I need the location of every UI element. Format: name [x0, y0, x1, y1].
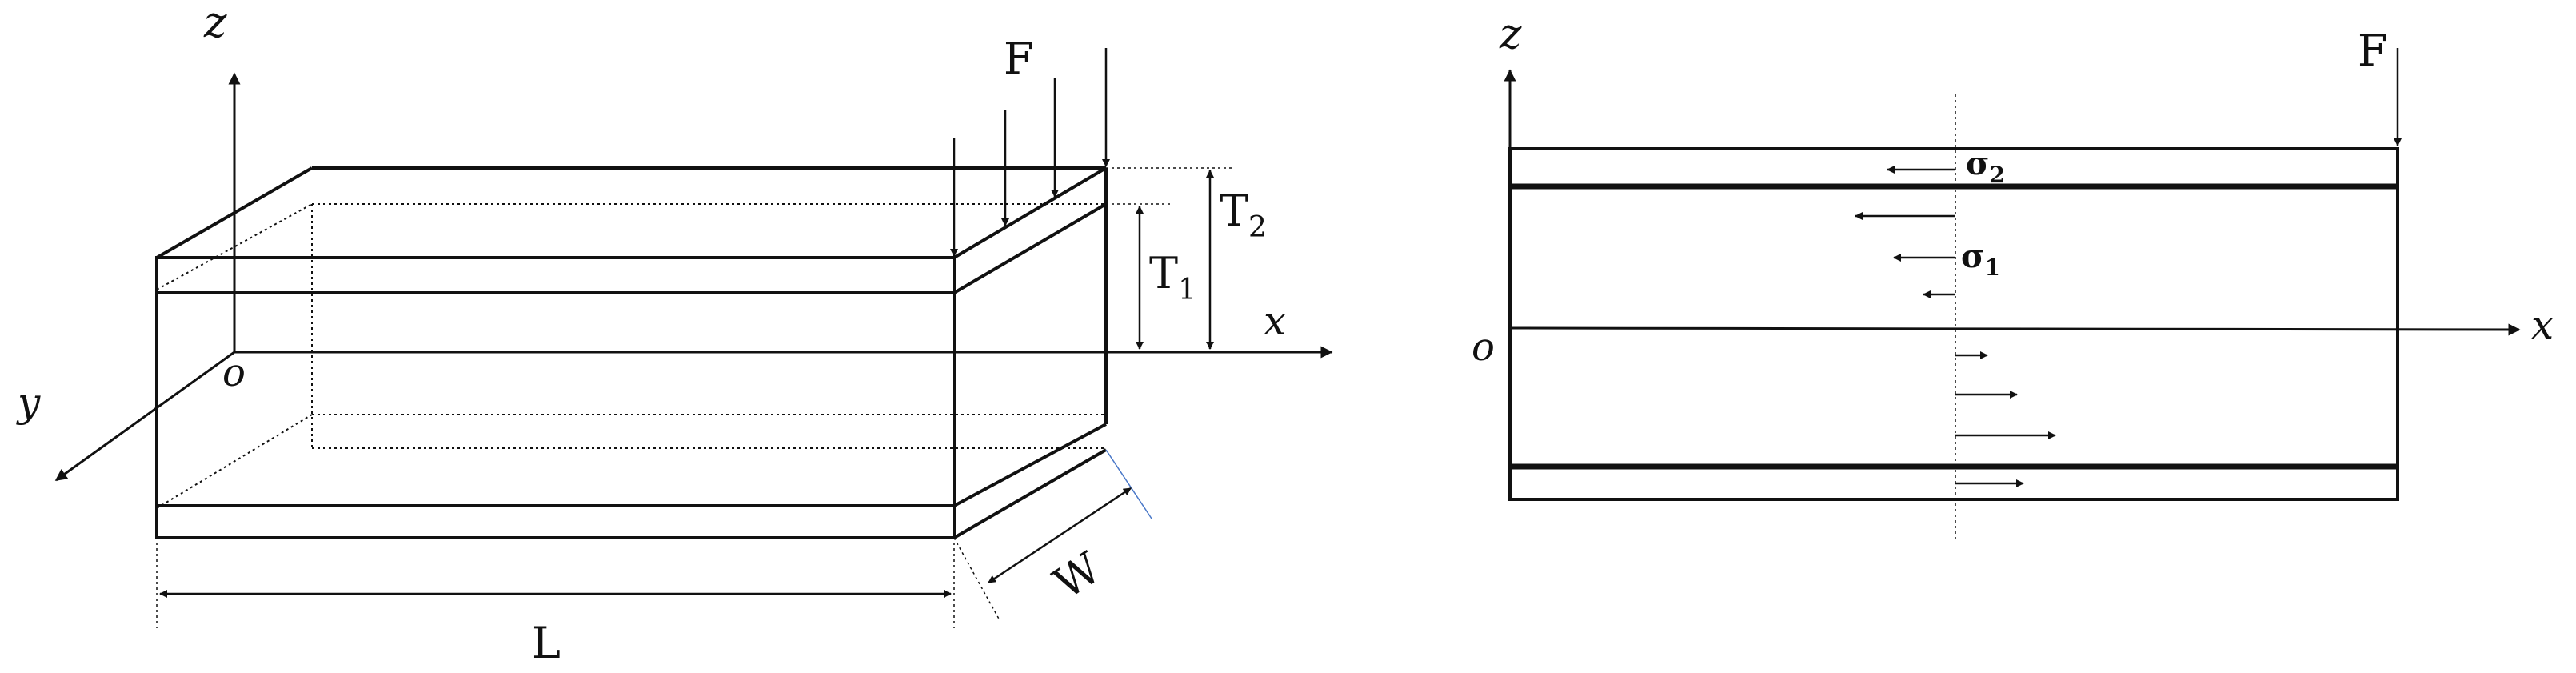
- right-x-axis-arrow: [1509, 323, 2521, 336]
- left-y-label: y: [16, 379, 41, 426]
- right-force-label: F: [2358, 26, 2387, 76]
- axes-3d: [54, 72, 1333, 482]
- left-diagram: [54, 48, 1333, 628]
- front-face: [155, 256, 956, 539]
- right-z-label: z: [1499, 10, 1522, 58]
- left-force-label: F: [1004, 34, 1033, 84]
- w-dimension: [988, 487, 1132, 584]
- stress-arrows: [1855, 166, 2056, 487]
- right-x-label: x: [2531, 302, 2554, 348]
- left-z-label: z: [203, 0, 227, 47]
- t1-label: T1: [1149, 248, 1196, 306]
- right-diagram: [1504, 48, 2521, 540]
- width-label: W: [1045, 543, 1110, 609]
- length-dim: [156, 543, 955, 628]
- right-origin-label: o: [1472, 325, 1495, 370]
- top-face: [156, 166, 1108, 259]
- sigma1-label: σ1: [1961, 238, 2000, 281]
- axes-2d: [1504, 69, 2521, 336]
- section-outline: [1508, 147, 2399, 501]
- width-dim: [953, 449, 1152, 621]
- thickness-dims: [1106, 167, 1232, 350]
- left-x-label: x: [1264, 298, 1286, 344]
- length-label: L: [532, 618, 561, 668]
- t2-label: T2: [1220, 186, 1267, 244]
- hidden-edges: [156, 203, 1104, 509]
- y-axis-arrow: [54, 351, 235, 482]
- left-origin-label: o: [222, 351, 246, 395]
- force-arrows-3d: [950, 48, 1110, 257]
- sigma2-label: σ2: [1966, 145, 2005, 188]
